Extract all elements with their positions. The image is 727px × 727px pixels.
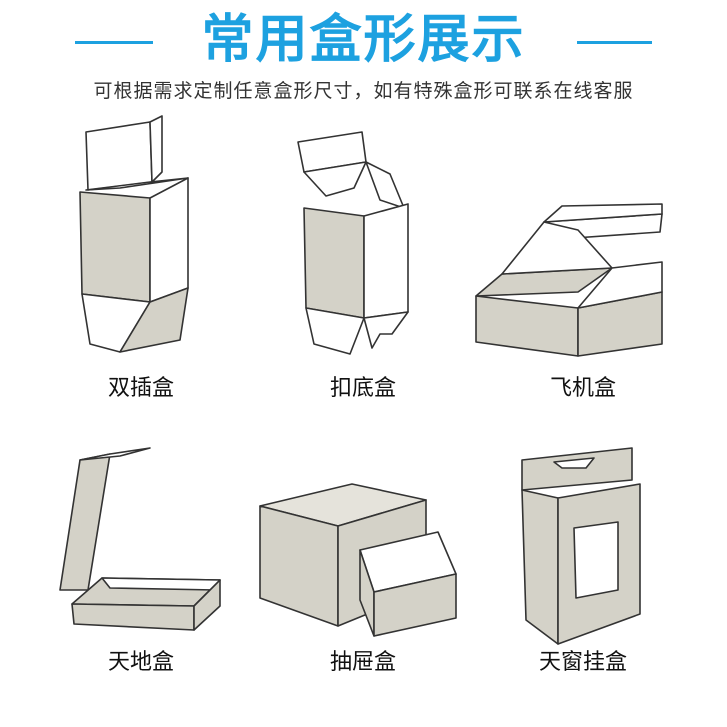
box-card-drawer: 抽屉盒 <box>242 440 484 720</box>
lid-and-base-box-icon <box>59 447 221 631</box>
mailer-box-icon <box>475 203 663 357</box>
window-hanging-box-icon <box>521 447 641 645</box>
box-card-lid-base: 天地盒 <box>20 440 262 720</box>
box-label-window-hanging: 天窗挂盒 <box>538 650 627 675</box>
page-title: 常用盒形展示 <box>201 10 526 70</box>
box-label-lid-base: 天地盒 <box>107 650 174 675</box>
title-line-right <box>577 41 652 44</box>
box-label-lock-bottom: 扣底盒 <box>329 376 396 401</box>
lock-bottom-box-icon <box>297 131 409 355</box>
double-tuck-box-icon <box>79 115 189 353</box>
box-label-double-tuck: 双插盒 <box>107 376 174 401</box>
header: 常用盒形展示 <box>0 0 727 72</box>
box-label-mailer: 飞机盒 <box>549 376 616 401</box>
box-card-window-hanging: 天窗挂盒 <box>462 440 704 720</box>
box-card-double-tuck: 双插盒 <box>20 112 262 402</box>
drawer-box-icon <box>259 483 457 637</box>
box-card-mailer: 飞机盒 <box>462 112 704 402</box>
title-line-left <box>75 41 153 44</box>
page-subtitle: 可根据需求定制任意盒形尺寸，如有特殊盒形可联系在线客服 <box>93 80 634 102</box>
box-label-drawer: 抽屉盒 <box>329 650 396 675</box>
box-card-lock-bottom: 扣底盒 <box>242 112 484 402</box>
